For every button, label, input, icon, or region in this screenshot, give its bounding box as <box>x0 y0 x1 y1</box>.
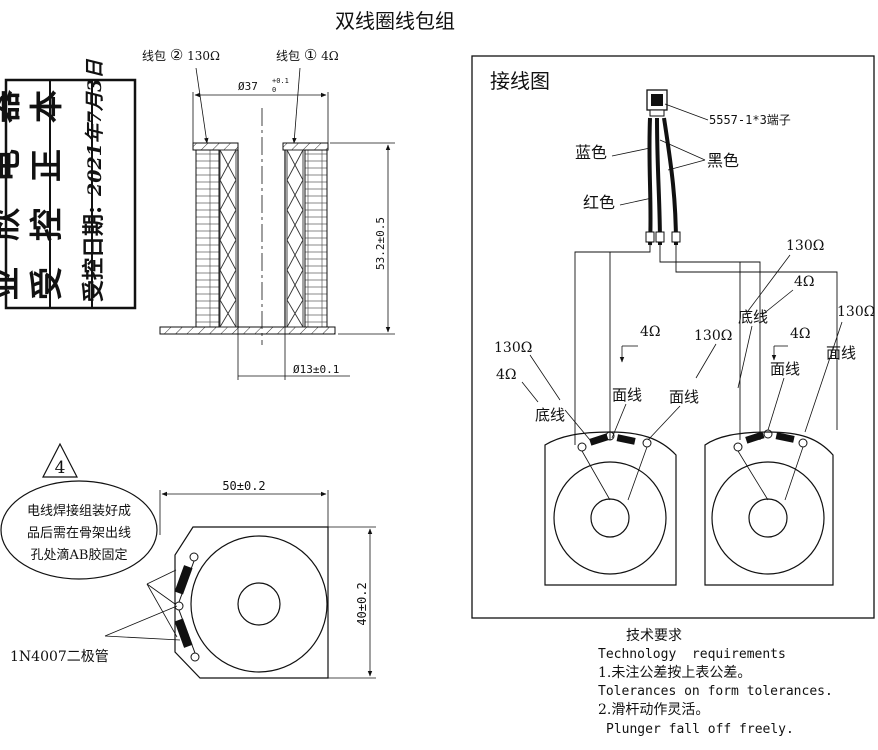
coil1-resistance: 4Ω <box>321 49 339 63</box>
height-dim: 53.2±0.5 <box>374 217 387 270</box>
right-r4-label-top: 4Ω <box>794 274 815 290</box>
stamp-date-handwritten: 2021年7月3日 <box>84 59 106 197</box>
control-stamp: 亚欣电器 受控正本 受控日期: 2021年7月3日 <box>0 59 137 310</box>
coil-section-view: Ø37 +0.1 0 53.2±0.5 Ø13±0.1 线包 ② 130Ω 线包… <box>142 46 395 380</box>
diode-label: 1N4007二极管 <box>10 649 109 665</box>
top-height-dim: 40±0.2 <box>355 582 369 625</box>
right-bottom-wire-label: 底线 <box>738 308 768 326</box>
note-line3: 孔处滴AB胶固定 <box>31 547 128 563</box>
diameter-inner-dim: Ø13±0.1 <box>293 363 339 376</box>
diameter-outer-tol-upper: +0.1 <box>272 77 289 85</box>
coil2-mark: ② <box>170 46 183 64</box>
stamp-line1: 亚欣电器 <box>0 89 24 300</box>
wiring-diagram: 接线图 5557-1*3端子 蓝色 黑色 红色 <box>471 55 875 619</box>
wire-black-label: 黑色 <box>707 151 739 170</box>
coil2-label: 线包 <box>142 49 166 63</box>
svg-text:线包 ② 130Ω: 线包 ② 130Ω <box>142 46 220 64</box>
assembly-note: 4 电线焊接组装好成 品后需在骨架出线 孔处滴AB胶固定 <box>0 442 158 580</box>
diameter-outer-dim: Ø37 <box>238 80 258 93</box>
note-number: 4 <box>55 458 66 478</box>
tech-item1-cn: 1.未注公差按上表公差。 <box>598 665 751 681</box>
coil-top-view: 50±0.2 40±0.2 1N4007二极管 <box>10 479 376 679</box>
note-line1: 电线焊接组装好成 <box>27 503 131 519</box>
top-width-dim: 50±0.2 <box>222 479 265 493</box>
coil1-mark: ① <box>304 46 317 64</box>
wiring-title: 接线图 <box>490 69 550 93</box>
right-top-wire-label-2: 面线 <box>826 344 856 362</box>
note-line2: 品后需在骨架出线 <box>27 526 131 541</box>
mid-r4-label: 4Ω <box>640 324 661 340</box>
left-bottom-wire-label: 底线 <box>535 406 565 424</box>
tech-item2-cn: 2.滑杆动作灵活。 <box>598 701 709 718</box>
stamp-date-prefix: 受控日期: <box>81 206 107 302</box>
left-r4-label: 4Ω <box>496 367 517 383</box>
mid-r130-label: 130Ω <box>694 328 732 344</box>
left-top-wire-label-2: 面线 <box>669 388 699 406</box>
coil1-label: 线包 <box>276 49 300 63</box>
tech-item1-en: Tolerances on form tolerances. <box>598 684 833 699</box>
tech-title-en: Technology requirements <box>598 647 786 662</box>
drawing-title: 双线圈线包组 <box>335 9 455 33</box>
svg-text:线包 ① 4Ω: 线包 ① 4Ω <box>276 46 339 64</box>
coil2-resistance: 130Ω <box>187 49 220 63</box>
wire-blue-label: 蓝色 <box>575 143 607 162</box>
tech-title-cn: 技术要求 <box>626 628 682 644</box>
connector-label: 5557-1*3端子 <box>709 113 791 127</box>
left-top-wire-label-1: 面线 <box>612 386 642 404</box>
diameter-outer-tol-lower: 0 <box>272 86 276 94</box>
technical-requirements: 技术要求 Technology requirements 1.未注公差按上表公差… <box>598 628 833 737</box>
right-r4-label: 4Ω <box>790 326 811 342</box>
stamp-line2: 受控正本 <box>27 90 66 300</box>
right-r130-label: 130Ω <box>837 304 875 320</box>
tech-item2-en: Plunger fall off freely. <box>606 722 794 737</box>
left-r130-label: 130Ω <box>494 340 532 356</box>
right-r130-label-top: 130Ω <box>786 238 824 254</box>
wire-red-label: 红色 <box>583 193 615 212</box>
right-top-wire-label-1: 面线 <box>770 360 800 378</box>
